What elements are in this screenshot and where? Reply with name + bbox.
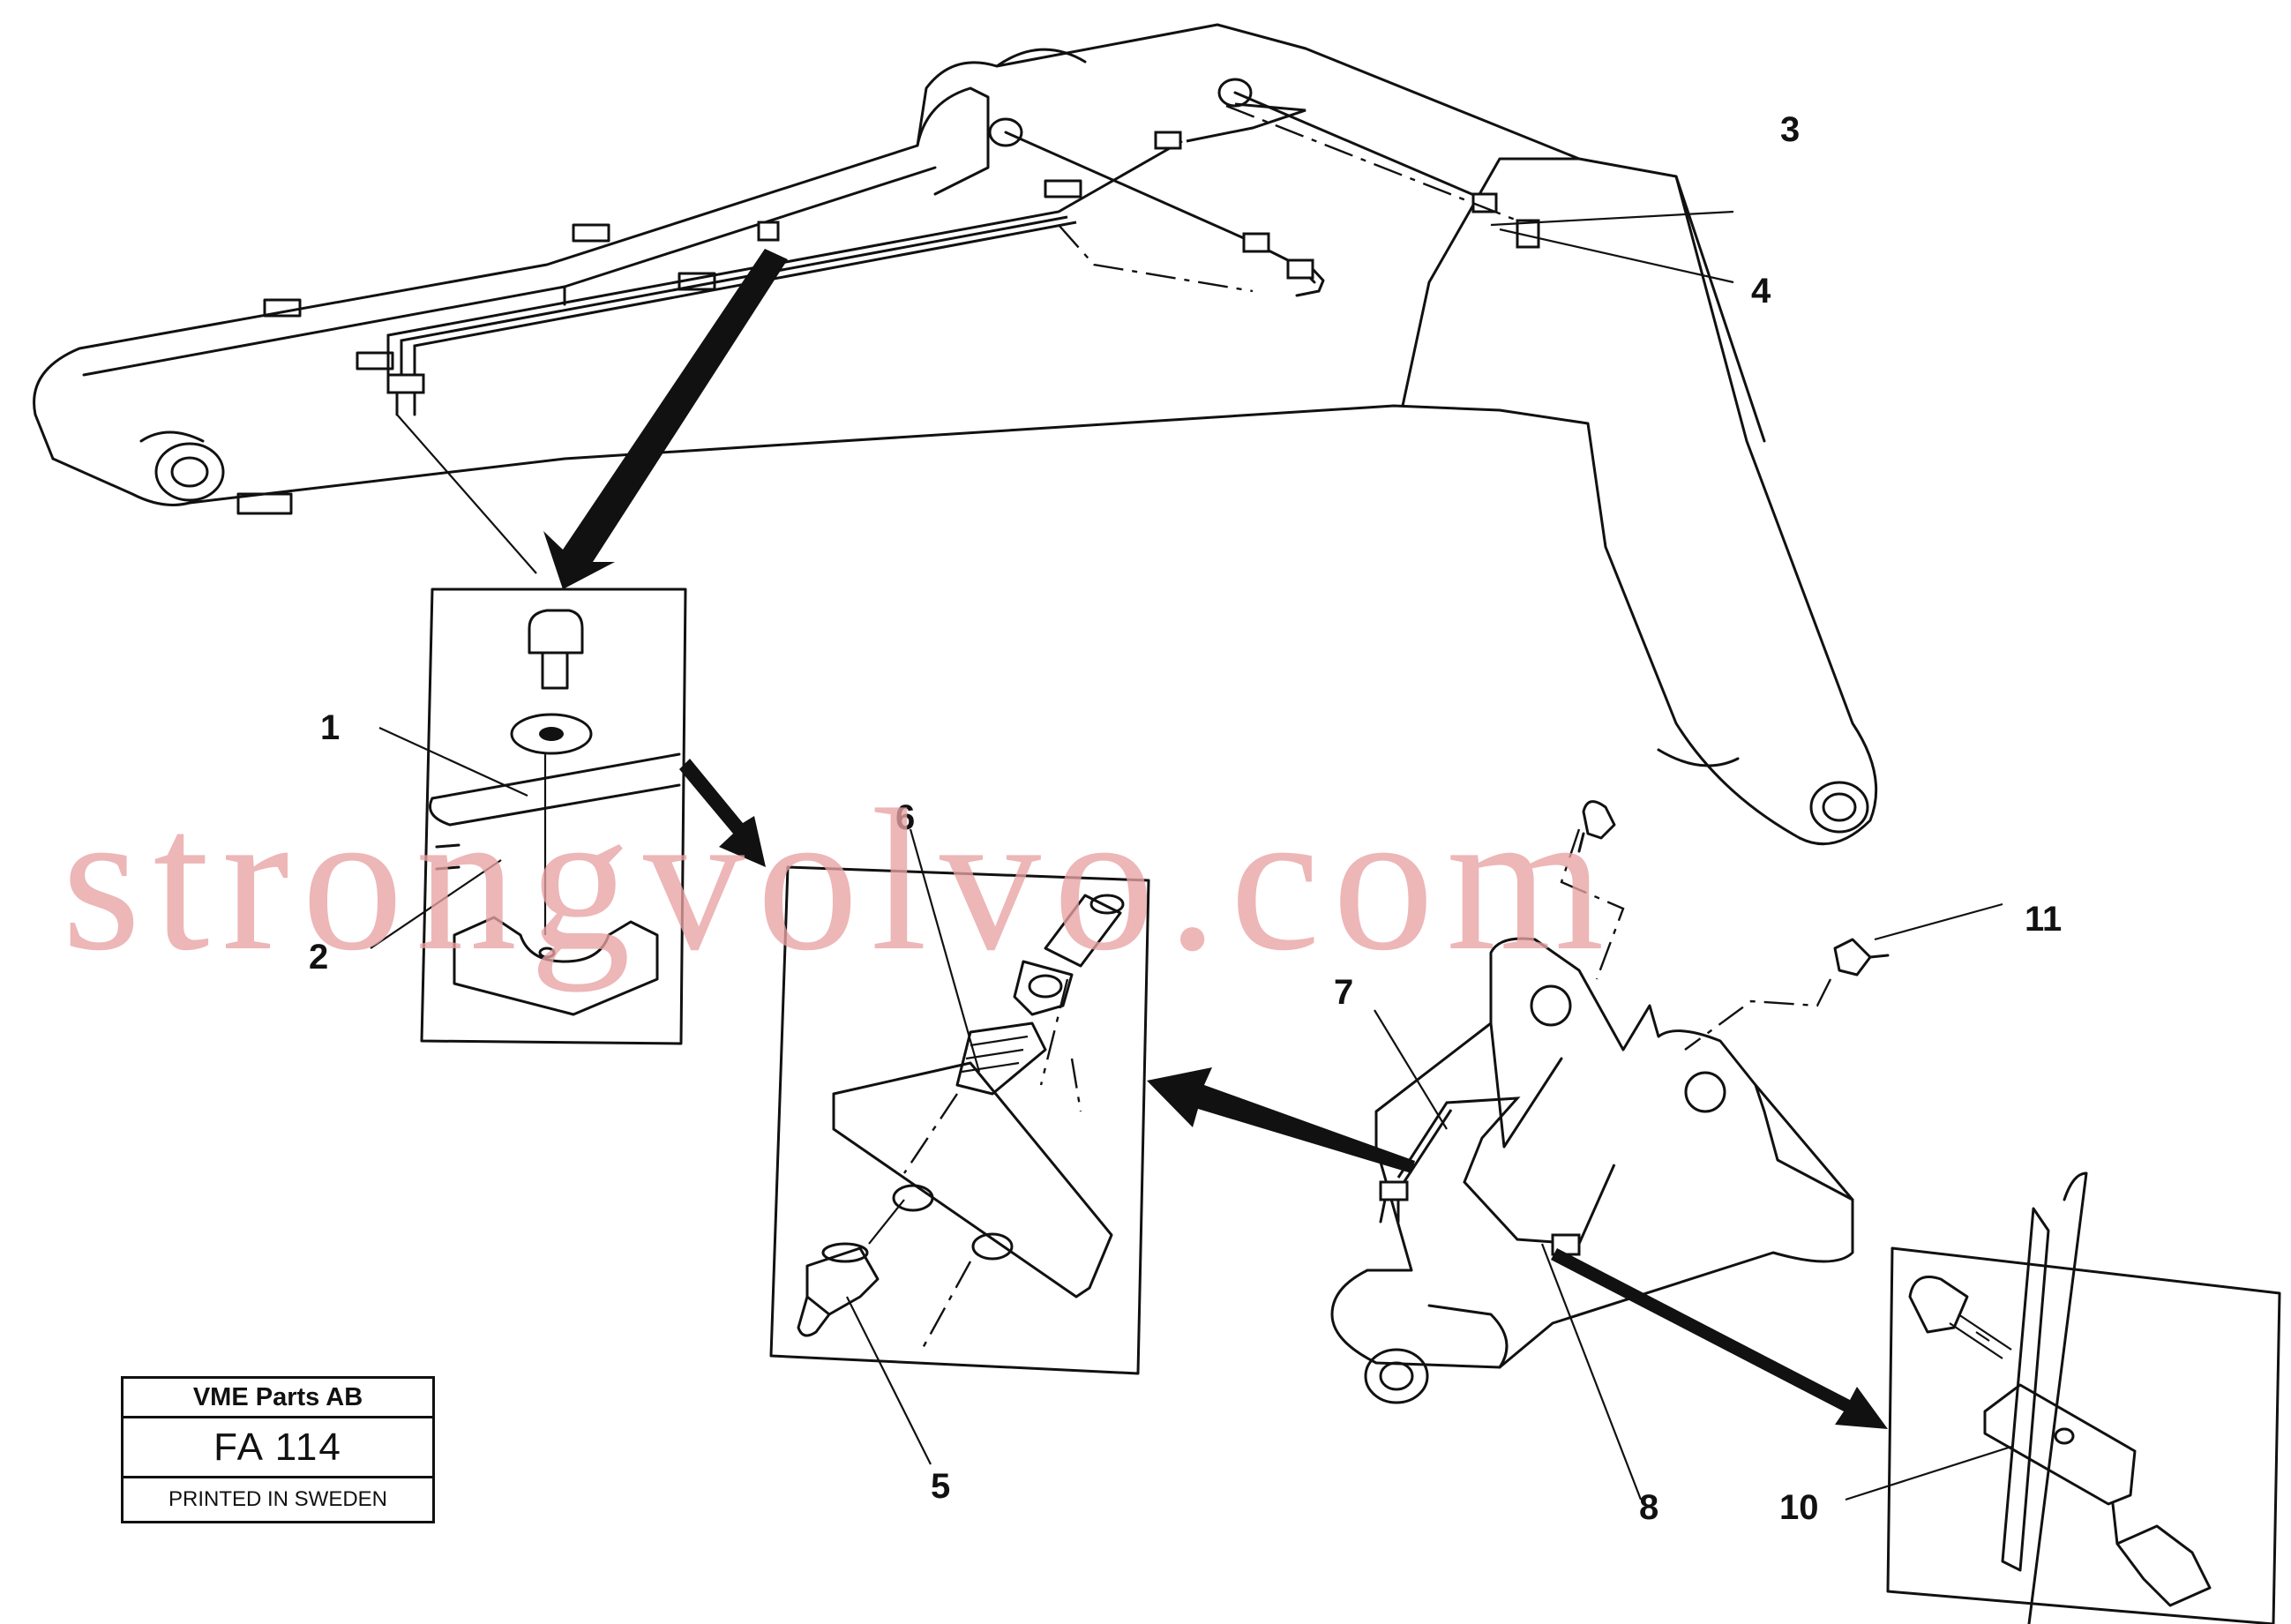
callout-7: 7 [1334, 973, 1353, 1012]
stamp-figure-number: FA 114 [124, 1418, 432, 1478]
pointer-arrows [543, 249, 1888, 1429]
callout-labels: 3 4 1 2 6 7 11 5 8 10 [309, 110, 2062, 1527]
callout-3: 3 [1780, 110, 1800, 149]
detail-bolt-box [1886, 1171, 2281, 1624]
callout-10: 10 [1779, 1488, 1819, 1527]
title-stamp: VME Parts AB FA 114 PRINTED IN SWEDEN [121, 1376, 435, 1523]
callout-8: 8 [1639, 1488, 1658, 1527]
leader-lines [370, 210, 2012, 1501]
callout-4: 4 [1751, 272, 1771, 311]
callout-2: 2 [309, 938, 328, 977]
callout-5: 5 [931, 1467, 950, 1506]
callout-1: 1 [320, 708, 340, 747]
callout-11: 11 [2025, 900, 2062, 939]
detail-clamp-box [420, 587, 687, 1045]
boom-arm [33, 23, 1878, 846]
grease-lines [386, 91, 1540, 416]
callout-6: 6 [895, 798, 915, 837]
detail-fitting-box [769, 865, 1150, 1375]
stamp-printed: PRINTED IN SWEDEN [168, 1487, 387, 1511]
stamp-company: VME Parts AB [124, 1379, 432, 1418]
bucket-linkage [1330, 800, 1890, 1404]
watermark: strongvolvo.com [62, 767, 1616, 992]
